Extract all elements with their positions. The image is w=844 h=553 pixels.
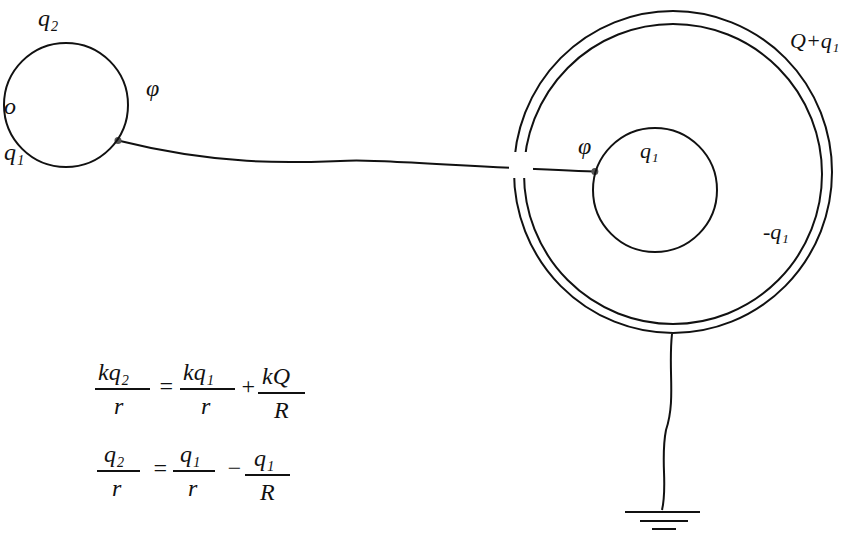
- equation-term: r: [201, 392, 210, 420]
- equation-term: kq₁: [183, 358, 214, 386]
- ground-symbol: [652, 528, 676, 530]
- equation-term: kq₂: [98, 358, 129, 386]
- margin-note: q₁: [4, 138, 24, 166]
- inner-sphere: q₁: [592, 127, 718, 253]
- equation-term: r: [188, 474, 197, 502]
- equation-term: kQ: [262, 362, 290, 390]
- equation-term: −: [226, 454, 242, 482]
- fraction-bars: [95, 389, 305, 475]
- conductor-sphere-outline: [3, 42, 129, 168]
- equation-term: =: [158, 372, 174, 400]
- equation-term: R: [260, 478, 275, 506]
- charge-label: q₁: [640, 137, 659, 165]
- spherical-shell: Q+q₁-q₁q₁: [513, 10, 833, 334]
- charge-label: -q₁: [763, 218, 789, 246]
- equation-term: q₁: [254, 444, 274, 472]
- charge-label: Q+q₁: [790, 27, 839, 55]
- conductor-sphere: q₂: [3, 42, 129, 168]
- equation-term: q₂: [104, 440, 124, 468]
- equation-term: +: [240, 372, 256, 400]
- ground-symbol: [640, 520, 688, 522]
- ground-wire: [662, 334, 672, 510]
- potential-label: φ: [578, 132, 591, 160]
- equation-term: r: [112, 474, 121, 502]
- equation-term: r: [114, 392, 123, 420]
- spherical-shell-outline: [513, 10, 833, 334]
- potential-label: φ: [146, 74, 159, 102]
- equation-term: q₁: [180, 440, 200, 468]
- equation-term: R: [274, 396, 289, 424]
- equation-term: =: [152, 454, 168, 482]
- charge-label: q₂: [38, 4, 58, 32]
- ground-symbol: [625, 511, 700, 513]
